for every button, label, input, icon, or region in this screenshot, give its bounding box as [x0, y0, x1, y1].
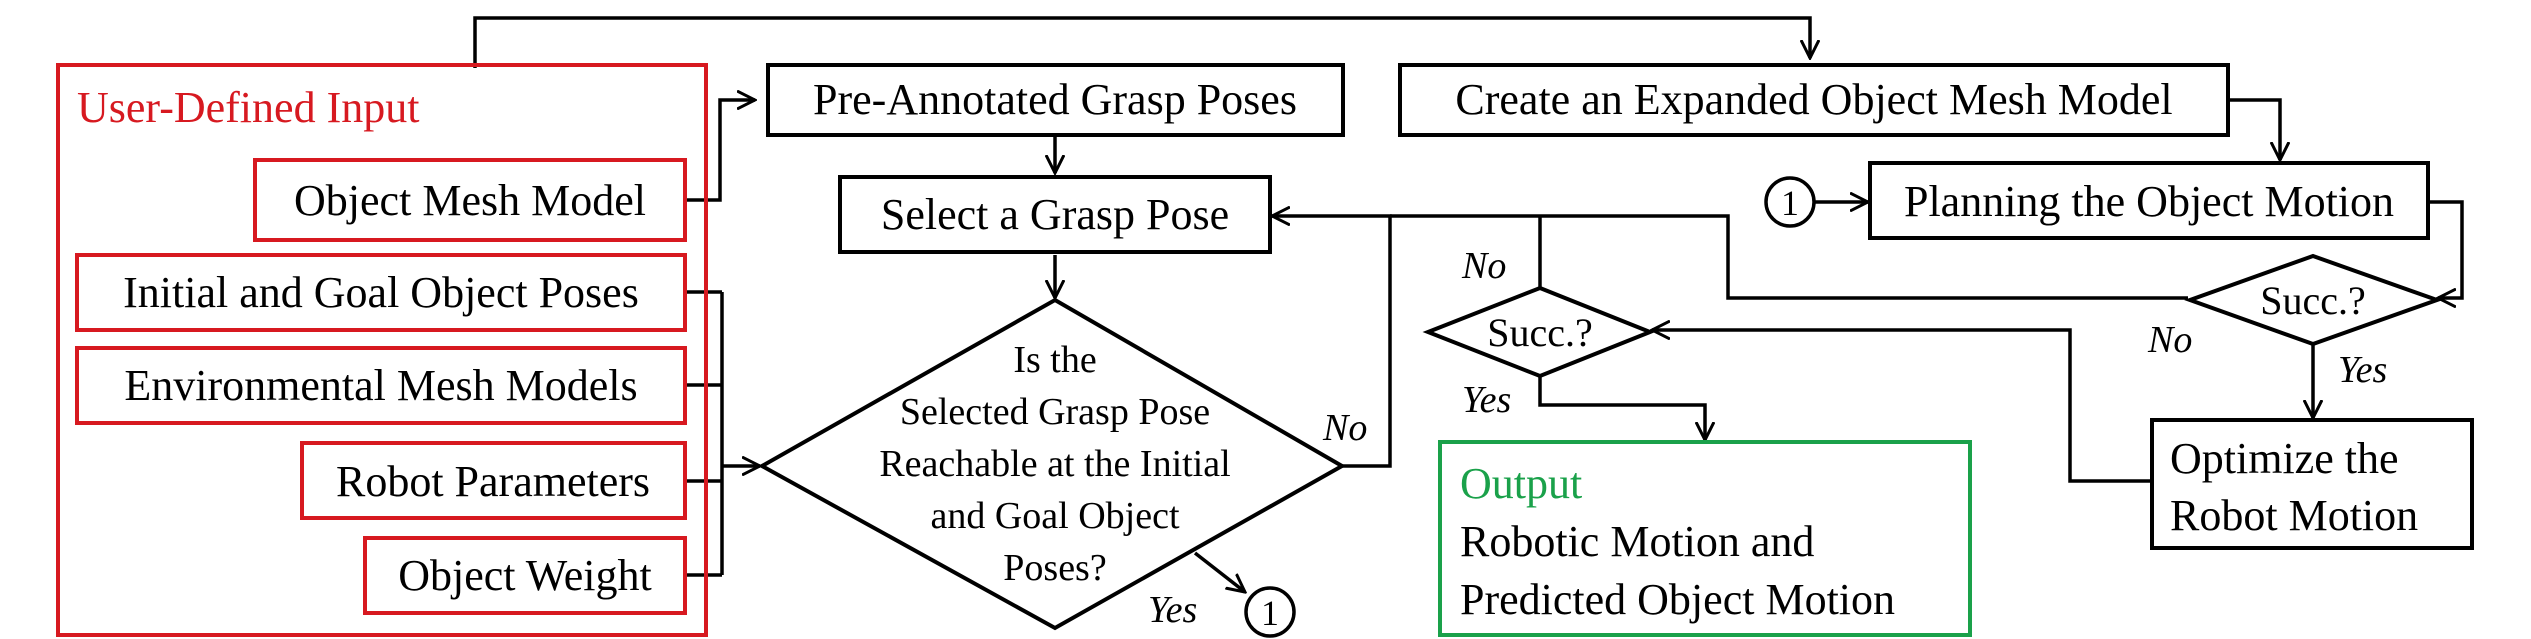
succ-left-yes-label: Yes	[1462, 379, 1511, 421]
object-weight-label: Object Weight	[398, 551, 651, 600]
object-mesh-model-box	[253, 158, 687, 242]
edge-succ-right-no	[1390, 214, 2188, 300]
object-weight-box	[363, 536, 687, 615]
connector-label-right: 1	[1781, 183, 1799, 223]
expanded-mesh-label: Create an Expanded Object Mesh Model	[1455, 75, 2172, 124]
edge-inputs-to-reach	[685, 290, 724, 577]
connector-label-bottom: 1	[1261, 593, 1279, 633]
output-line2: Predicted Object Motion	[1460, 575, 1895, 624]
reach-no-label: No	[1322, 407, 1367, 449]
user-input-title: User-Defined Input	[77, 83, 419, 132]
connector-lines	[473, 16, 2464, 592]
expanded-mesh-box	[1398, 63, 2230, 137]
robot-parameters-box	[300, 441, 687, 520]
edge-mesh-to-expanded	[473, 16, 1810, 68]
succ-right-diamond	[2184, 253, 2443, 347]
pre-annotated-label: Pre-Annotated Grasp Poses	[813, 75, 1297, 124]
output-box	[1438, 440, 1972, 637]
reach-line1: Is the	[1013, 339, 1096, 381]
output-line1: Robotic Motion and	[1460, 517, 1814, 566]
edge-optimize-to-succ-left	[1652, 330, 2150, 483]
initial-goal-poses-label: Initial and Goal Object Poses	[123, 268, 639, 317]
connector-circle-right	[1764, 176, 1816, 228]
reach-line5: Poses?	[1003, 547, 1106, 589]
reach-line2: Selected Grasp Pose	[900, 391, 1210, 433]
succ-left-label: Succ.?	[1487, 310, 1593, 355]
environmental-mesh-box	[75, 346, 687, 425]
reach-line3: Reachable at the Initial	[879, 443, 1230, 485]
edge-reach-yes-to-connector	[1193, 551, 1245, 592]
connector-circle-bottom	[1244, 586, 1296, 638]
edge-succ-left-yes	[1538, 375, 1705, 440]
edge-planning-to-succ	[2428, 200, 2464, 298]
reach-line4: and Goal Object	[930, 495, 1179, 537]
edge-mesh-to-preannotated	[685, 100, 755, 202]
robot-parameters-label: Robot Parameters	[336, 457, 650, 506]
output-title: Output	[1460, 459, 1582, 508]
select-grasp-box	[838, 175, 1272, 254]
planning-motion-label: Planning the Object Motion	[1904, 177, 2394, 226]
select-grasp-label: Select a Grasp Pose	[881, 190, 1229, 239]
user-input-group	[56, 63, 708, 637]
succ-left-diamond	[1422, 285, 1656, 379]
succ-right-no-label: No	[2147, 319, 2192, 361]
optimize-motion-box	[2150, 418, 2474, 550]
succ-right-label: Succ.?	[2260, 278, 2366, 323]
initial-goal-poses-box	[75, 253, 687, 332]
reach-yes-label: Yes	[1148, 589, 1197, 631]
succ-left-no-label: No	[1461, 245, 1506, 287]
optimize-line1: Optimize the	[2170, 434, 2399, 483]
optimize-line2: Robot Motion	[2170, 491, 2418, 540]
edge-reach-no-to-select	[1272, 216, 1392, 468]
reach-decision-diamond	[757, 297, 1347, 631]
edge-expanded-to-planning	[2228, 98, 2280, 160]
object-mesh-model-label: Object Mesh Model	[294, 176, 646, 225]
succ-right-yes-label: Yes	[2338, 349, 2387, 391]
planning-motion-box	[1868, 161, 2430, 240]
pre-annotated-box	[766, 63, 1345, 137]
environmental-mesh-label: Environmental Mesh Models	[124, 361, 637, 410]
